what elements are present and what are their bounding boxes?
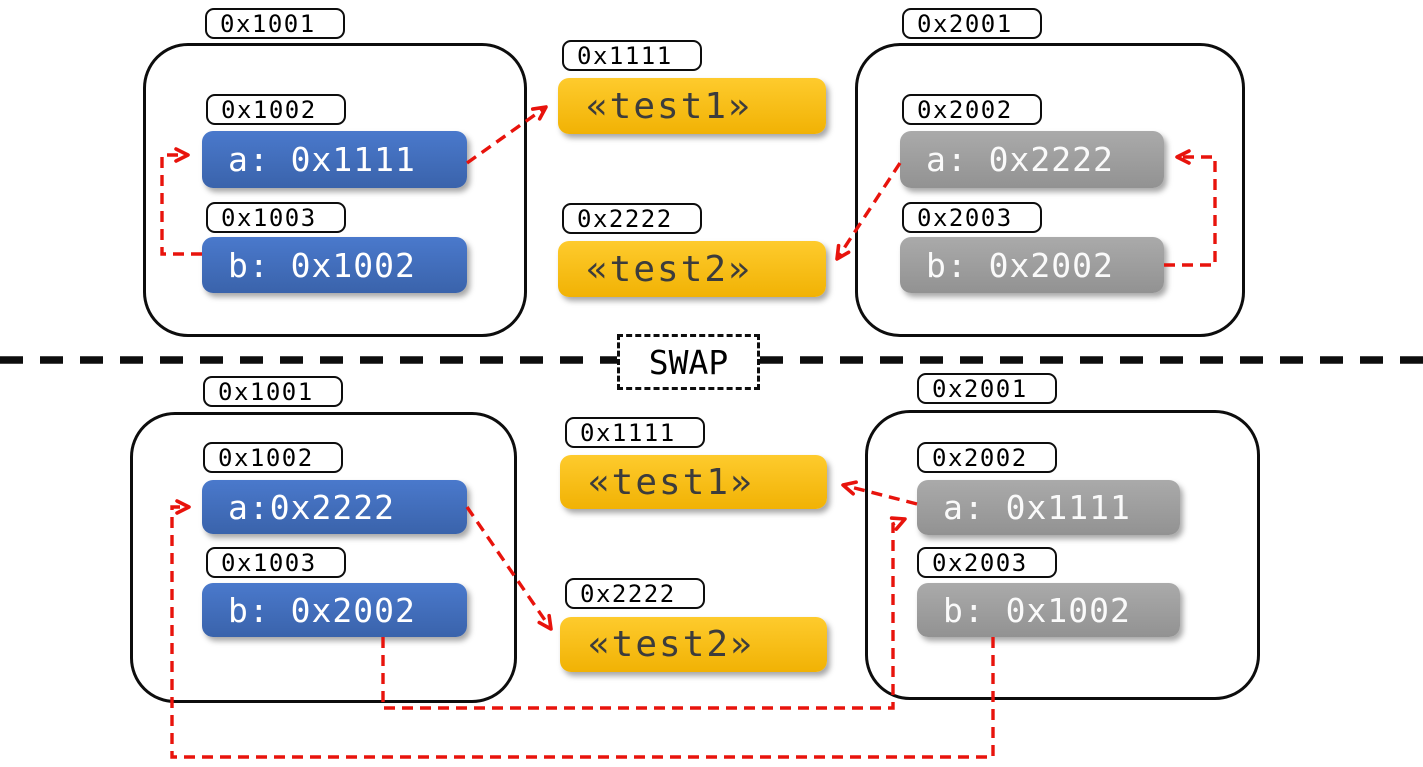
before-value2-box: «test2» [558,241,826,297]
before-left-field-b-box: b: 0x1002 [202,237,467,293]
before-left-field-a-address-tag: 0x1002 [206,94,346,125]
before-left-object-frame [143,43,527,337]
after-value2-address-tag: 0x2222 [565,578,705,609]
after-left-field-a-box: a:0x2222 [202,480,467,534]
after-value2-box: «test2» [560,617,827,672]
after-right-field-b-box: b: 0x1002 [917,583,1180,637]
after-value1-box: «test1» [560,455,827,509]
after-right-object-address-tag: 0x2001 [917,373,1057,404]
before-value2-address-tag: 0x2222 [562,203,702,234]
before-value1-address-tag: 0x1111 [562,40,702,71]
before-right-object-address-tag: 0x2001 [902,8,1042,39]
after-left-object-address-tag: 0x1001 [203,376,343,407]
before-right-field-b-address-tag: 0x2003 [902,202,1042,233]
before-left-field-b-address-tag: 0x1003 [206,202,346,233]
before-right-field-a-address-tag: 0x2002 [902,94,1042,125]
after-left-field-b-address-tag: 0x1003 [206,547,346,578]
after-right-field-a-address-tag: 0x2002 [917,442,1057,473]
before-right-field-b-box: b: 0x2002 [900,237,1164,293]
before-left-field-a-box: a: 0x1111 [202,131,467,188]
after-left-field-b-box: b: 0x2002 [202,583,467,637]
after-right-field-a-box: a: 0x1111 [917,480,1180,535]
before-value1-box: «test1» [558,78,826,134]
after-right-field-b-address-tag: 0x2003 [917,547,1057,578]
after-value1-address-tag: 0x1111 [565,417,705,448]
after-left-field-a-address-tag: 0x1002 [203,442,343,473]
before-right-field-a-box: a: 0x2222 [900,131,1164,188]
before-left-object-address-tag: 0x1001 [205,8,345,39]
swap-label: SWAP [648,342,729,382]
swap-label-box: SWAP [617,334,760,390]
